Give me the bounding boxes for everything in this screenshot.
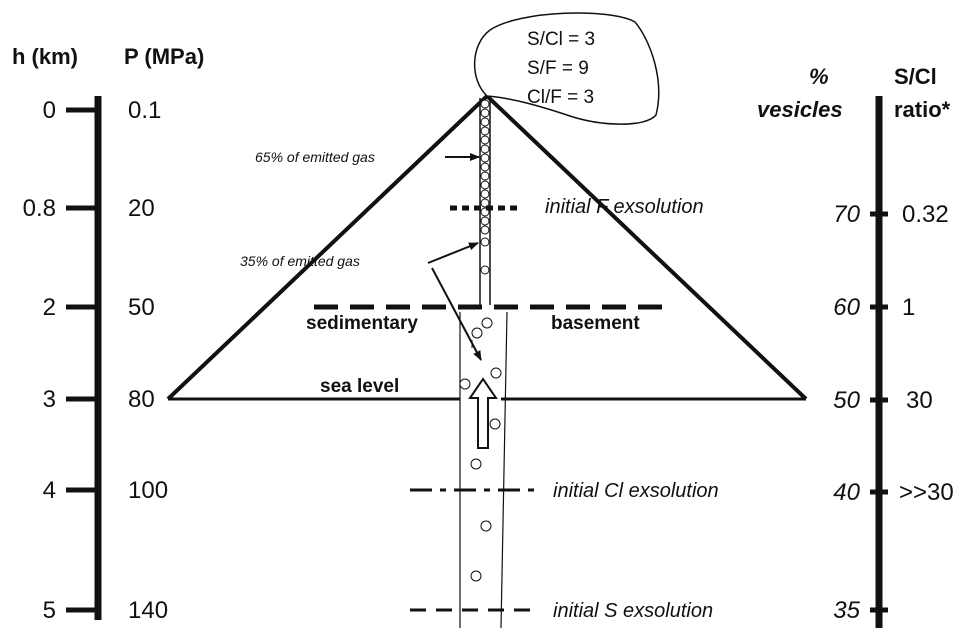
gas-bubble (481, 317, 493, 329)
gas-bubble (480, 520, 492, 532)
s-f-ratio-text: S/F = 9 (527, 58, 589, 79)
exsolution-lines (314, 205, 666, 612)
ratio-tick-label: 30 (906, 387, 933, 414)
right-axis: % vesicles S/Cl ratio* 70 0.32 60 1 50 3… (757, 64, 954, 628)
h-tick-label: 2 (43, 294, 56, 321)
gas-bubble (480, 99, 490, 109)
initial-f-exsolution-label: initial F exsolution (545, 196, 704, 218)
h-tick-label: 3 (43, 386, 56, 413)
gas-bubble (480, 237, 490, 247)
ratio-tick-label: 0.32 (902, 201, 949, 228)
initial-cl-exsolution-label: initial Cl exsolution (553, 480, 719, 502)
emitted-gas-35-arrow-down (431, 267, 482, 361)
p-axis-header: P (MPa) (124, 44, 204, 69)
gas-bubble (480, 126, 490, 136)
vesicles-tick-label: 40 (833, 479, 860, 506)
gas-bubble (470, 458, 482, 470)
gas-bubble (459, 378, 471, 390)
diagram-labels: initial F exsolution initial Cl exsoluti… (240, 149, 719, 622)
magma-ascent-arrow (468, 377, 498, 449)
gas-bubble (480, 153, 490, 163)
h-tick-label: 4 (43, 477, 56, 504)
left-axis: h (km) P (MPa) 0 0.1 0.8 20 2 50 3 80 4 … (12, 44, 204, 624)
emitted-gas-35-arrow-up (427, 242, 479, 264)
gas-bubble (470, 570, 482, 582)
gas-bubble (480, 135, 490, 145)
p-tick-label: 140 (128, 597, 168, 624)
h-tick-label: 0.8 (23, 195, 56, 222)
gas-plume-bubble: S/Cl = 3 S/F = 9 Cl/F = 3 (473, 12, 660, 125)
vesicles-header: vesicles (757, 97, 843, 122)
ratio-header: S/Cl (894, 64, 937, 89)
basement-label: basement (551, 313, 640, 334)
h-axis-header: h (km) (12, 44, 78, 69)
gas-bubble (480, 144, 490, 154)
gas-bubble (480, 162, 490, 172)
ratio-header-sub: ratio* (894, 97, 951, 122)
gas-bubble (480, 180, 490, 190)
gas-bubble (480, 265, 490, 275)
p-tick-label: 20 (128, 195, 155, 222)
s-cl-ratio-text: S/Cl = 3 (527, 29, 595, 50)
gas-bubble (480, 225, 490, 235)
pointer-arrows (427, 153, 482, 361)
gas-bubble (480, 117, 490, 127)
vesicles-tick-label: 50 (833, 387, 860, 414)
initial-s-exsolution-label: initial S exsolution (553, 600, 713, 622)
vesicles-tick-label: 35 (833, 597, 860, 624)
gas-bubble (480, 216, 490, 226)
gas-bubble (480, 108, 490, 118)
gas-bubble (471, 327, 483, 339)
h-tick-label: 0 (43, 97, 56, 124)
vesicles-tick-label: 60 (833, 294, 860, 321)
emitted-gas-35-label: 35% of emitted gas (240, 253, 360, 269)
ratio-tick-label: >>30 (899, 479, 954, 506)
p-tick-label: 50 (128, 294, 155, 321)
cl-f-ratio-text: Cl/F = 3 (527, 87, 594, 108)
p-tick-label: 0.1 (128, 97, 161, 124)
h-tick-label: 5 (43, 597, 56, 624)
p-tick-label: 80 (128, 386, 155, 413)
gas-bubble (480, 198, 490, 208)
ratio-tick-label: 1 (902, 294, 915, 321)
gas-bubble (480, 171, 490, 181)
emitted-gas-65-label: 65% of emitted gas (255, 149, 375, 165)
p-tick-label: 100 (128, 477, 168, 504)
gas-bubble (490, 367, 502, 379)
gas-bubble (489, 418, 501, 430)
sea-level-label: sea level (320, 376, 399, 397)
conduit-wall-lower-right (500, 311, 508, 629)
vesicles-tick-label: 70 (833, 201, 860, 228)
sedimentary-label: sedimentary (306, 313, 418, 334)
gas-plume-outline (473, 12, 660, 125)
magma-conduit (459, 98, 508, 629)
vesicles-header-percent: % (809, 64, 829, 89)
gas-bubble (480, 189, 490, 199)
